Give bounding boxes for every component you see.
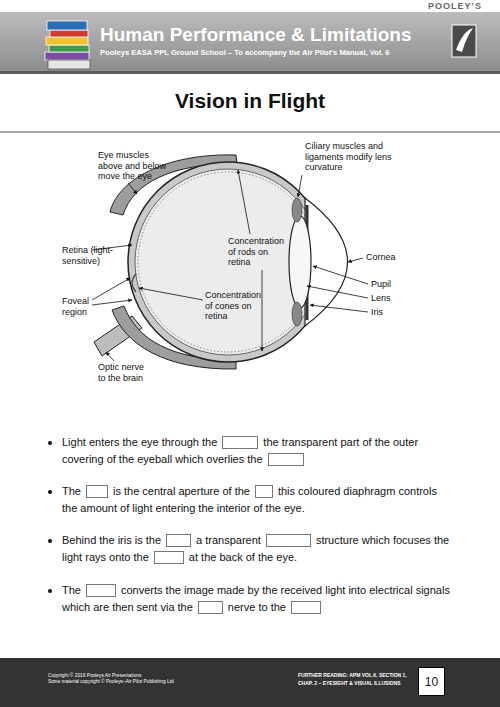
answer-blank: [166, 534, 191, 547]
lens: [289, 216, 311, 308]
page-number-box: 10: [418, 667, 445, 696]
sentence-fragment: a transparent: [196, 534, 261, 546]
part-label: Foveal region: [62, 296, 102, 317]
ciliary-muscle: [292, 302, 302, 326]
part-label: Concentration of rods on retina: [228, 236, 292, 268]
leader-line: [307, 286, 368, 298]
divider-rule: [0, 131, 500, 133]
sentence-fragment: The: [62, 485, 81, 497]
bullet-dot: [48, 589, 52, 593]
bullet-item: Theis the central aperture of thethis co…: [62, 483, 454, 517]
leader-line: [310, 305, 368, 312]
header-band: Human Performance & LimitationsPooleys E…: [0, 12, 500, 74]
sentence-fragment: The: [62, 584, 81, 596]
part-label: Retina (light-sensitive): [62, 245, 128, 266]
page-title: Vision in Flight: [0, 88, 500, 114]
copyright-line: Some material copyright © Pooleys–Air Pi…: [48, 679, 174, 685]
sentence-fragment: is the central aperture of the: [113, 485, 250, 497]
ciliary-muscle: [292, 198, 302, 222]
part-label: Lens: [371, 293, 391, 304]
answer-blank: [86, 485, 108, 498]
leader-line: [106, 352, 114, 361]
sentence-fragment: Behind the iris is the: [62, 534, 161, 546]
leader-line: [238, 170, 250, 234]
part-label: Cornea: [366, 252, 396, 263]
iris: [306, 205, 309, 240]
answer-blank: [154, 551, 184, 564]
leader-line: [92, 278, 130, 300]
iris: [306, 284, 309, 320]
answer-blank: [222, 436, 258, 449]
header-subtitle: Pooleys EASA PPL Ground School – To acco…: [100, 48, 389, 58]
header-title: Human Performance & Limitations: [100, 23, 411, 46]
part-label: Optic nerve to the brain: [98, 362, 150, 383]
answer-blank: [255, 485, 273, 498]
vitreous-body: [135, 169, 321, 355]
answer-blank: [266, 534, 311, 547]
further-reading: FURTHER READING: APM VOL.6, SECTION 1, C…: [298, 671, 414, 687]
answer-blank: [268, 453, 304, 466]
sentence-fragment: at the back of the eye.: [189, 551, 297, 563]
bullet-dot: [48, 441, 52, 445]
optic-nerve: [94, 316, 142, 356]
sclera: [128, 162, 328, 362]
copyright-line: Copyright © 2016 Pooleys Air Presentatio…: [48, 673, 141, 679]
bullet-item: Behind the iris is thea transparentstruc…: [62, 532, 454, 566]
leader-line: [313, 266, 368, 284]
brand-logo: POOLEY’S: [428, 1, 482, 12]
part-label: Eye muscles above and below move the eye: [98, 150, 170, 182]
leader-line: [128, 183, 137, 194]
sentence-fragment: Light enters the eye through the: [62, 436, 217, 448]
leader-line: [139, 288, 203, 300]
answer-blank: [291, 601, 321, 614]
retina-layer: [138, 172, 318, 352]
bullet-item: Light enters the eye through thethe tran…: [62, 434, 454, 468]
answer-blank: [86, 584, 116, 597]
cornea: [305, 198, 348, 326]
part-label: Ciliary muscles and ligaments modify len…: [305, 141, 400, 173]
leader-line: [262, 270, 263, 351]
part-label: Iris: [371, 307, 383, 318]
answer-blank: [198, 601, 223, 614]
leader-line: [298, 175, 302, 197]
part-label: Concentration of cones on retina: [205, 290, 269, 322]
bullet-dot: [48, 490, 52, 494]
leader-line: [348, 258, 363, 262]
part-label: Pupil: [371, 279, 391, 290]
page-number: 10: [419, 675, 444, 689]
bullet-dot: [48, 539, 52, 543]
sentence-fragment: nerve to the: [228, 601, 286, 613]
bullet-item: Theconverts the image made by the receiv…: [62, 582, 454, 616]
fovea-pit: [132, 274, 136, 292]
leader-line: [92, 300, 132, 305]
footer-band: Copyright © 2016 Pooleys Air Presentatio…: [0, 658, 500, 707]
